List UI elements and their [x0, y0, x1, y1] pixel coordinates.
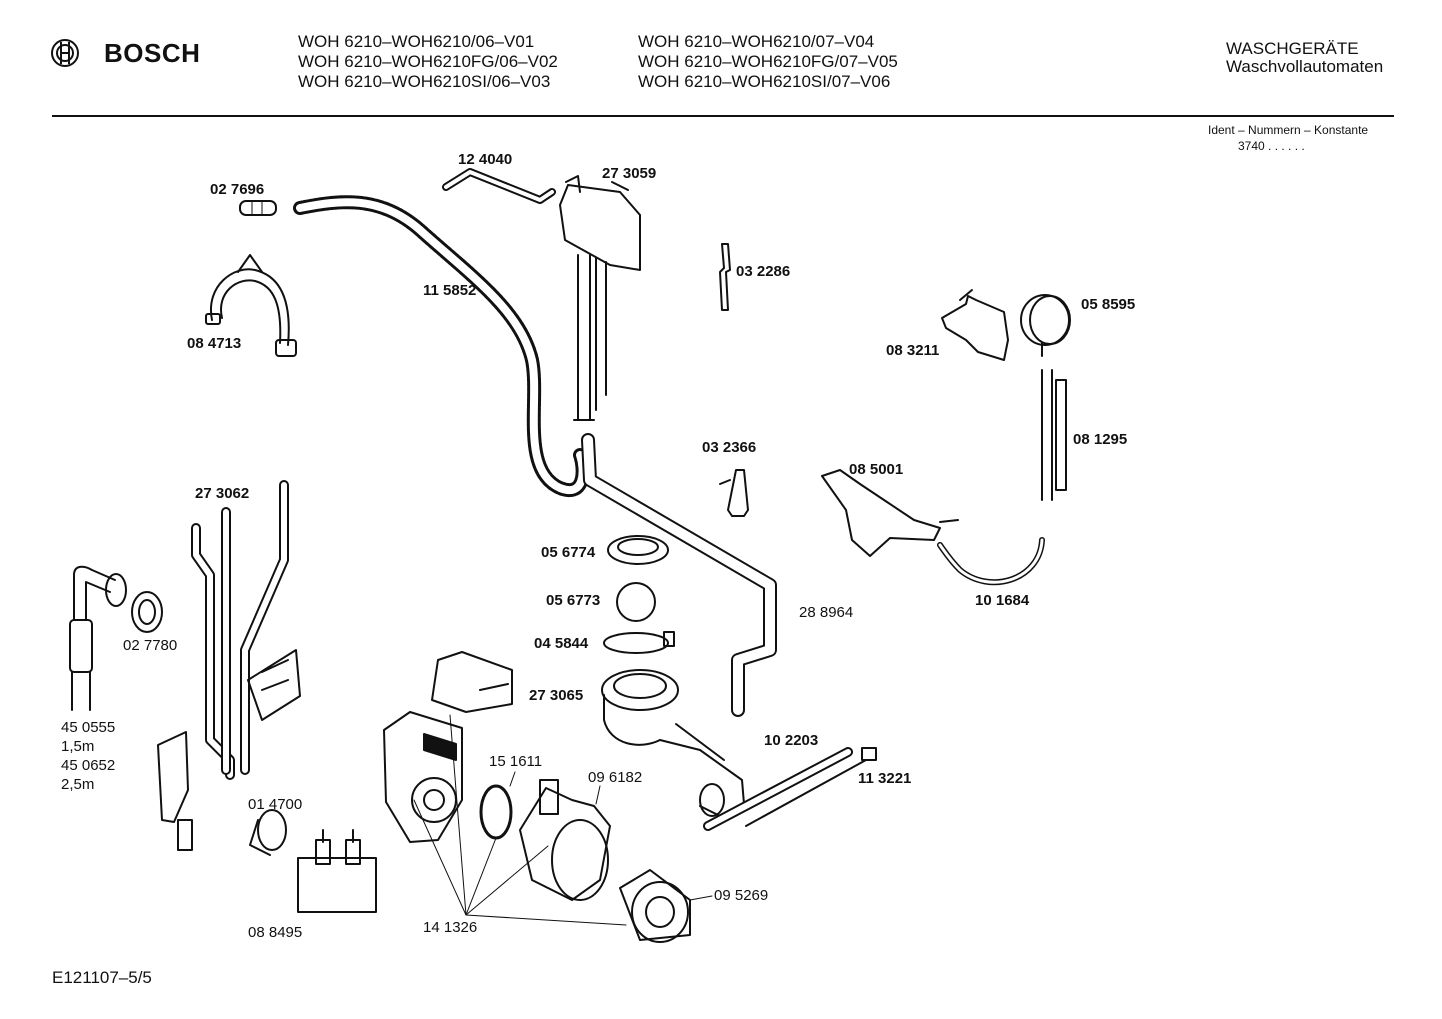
- part-pump-motor: [383, 711, 463, 843]
- part-085001-bracket: [821, 469, 959, 557]
- part-label: 2,5m: [61, 776, 95, 793]
- part-label: 09 6182: [588, 769, 643, 786]
- part-label: 08 1295: [1073, 431, 1128, 448]
- part-label: 05 6773: [546, 592, 601, 609]
- part-label: 11 3221: [858, 770, 912, 787]
- part-084713-clamp: [205, 254, 297, 357]
- part-101684-hose: [937, 537, 1045, 586]
- part-label: 02 7696: [210, 181, 265, 198]
- part-label: 03 2286: [736, 263, 791, 280]
- part-label: 08 4713: [187, 335, 242, 352]
- brand-logo: [50, 38, 80, 73]
- part-bracket-plate: [247, 649, 301, 721]
- part-label: 11 5852: [423, 282, 477, 299]
- part-mounting-plate: [157, 731, 189, 823]
- part-058595-pressure-switch: [1020, 294, 1071, 357]
- part-label: 08 5001: [849, 461, 904, 478]
- part-450555-drain-hose: [69, 565, 127, 711]
- part-014700-filter: [249, 809, 287, 856]
- model-line: WOH 6210–WOH6210FG/07–V05: [638, 52, 898, 71]
- ident-value: 3740 . . . . . .: [1238, 139, 1305, 153]
- category: WASCHGERÄTE Waschvollautomaten: [1226, 40, 1383, 76]
- part-151611-seal: [479, 784, 513, 840]
- part-label: 01 4700: [248, 796, 303, 813]
- part-pump-cover: [431, 651, 513, 713]
- model-line: WOH 6210–WOH6210FG/06–V02: [298, 52, 558, 71]
- part-label: 45 0652: [61, 757, 116, 774]
- model-list-2: WOH 6210–WOH6210/07–V04 WOH 6210–WOH6210…: [638, 32, 898, 92]
- part-273062-tubes: [191, 480, 289, 780]
- part-label: 05 8595: [1081, 296, 1136, 313]
- part-081295-tube: [1041, 369, 1067, 501]
- part-label: 27 3062: [195, 485, 250, 502]
- part-056774-seal: [607, 535, 669, 565]
- category-subtitle: Waschvollautomaten: [1226, 57, 1384, 76]
- bosch-armature-icon: [51, 39, 79, 67]
- model-list-1: WOH 6210–WOH6210/06–V01 WOH 6210–WOH6210…: [298, 32, 558, 92]
- part-096182-pump-housing: [519, 779, 611, 901]
- part-label: 27 3059: [602, 165, 657, 182]
- part-label: 10 2203: [764, 732, 819, 749]
- part-label: 08 8495: [248, 924, 303, 941]
- part-083211-bracket: [941, 289, 1009, 361]
- part-027696-connector: [239, 200, 277, 216]
- part-032286-clip: [719, 243, 731, 311]
- part-088495-valve: [297, 829, 377, 913]
- brand-name: BOSCH: [104, 38, 201, 68]
- part-label: 09 5269: [714, 887, 769, 904]
- part-label: 28 8964: [799, 604, 854, 621]
- model-line: WOH 6210–WOH6210/07–V04: [638, 32, 875, 51]
- part-113221-rod: [745, 747, 877, 827]
- part-056773-ball: [616, 582, 656, 622]
- part-label: 10 1684: [975, 592, 1030, 609]
- category-title: WASCHGERÄTE: [1226, 39, 1359, 58]
- leader-lines: [509, 771, 713, 901]
- part-045844-clamp: [603, 631, 675, 654]
- ident-title: Ident – Nummern – Konstante: [1208, 123, 1369, 137]
- part-label: 1,5m: [61, 738, 95, 755]
- part-label: 02 7780: [123, 637, 178, 654]
- part-273065-sump: [601, 669, 745, 817]
- part-label: 08 3211: [886, 342, 940, 359]
- part-095269-filter: [619, 869, 691, 943]
- part-027780-ring: [131, 591, 163, 633]
- part-plate-tab: [177, 819, 193, 851]
- ident-block: Ident – Nummern – Konstante 3740 . . . .…: [1208, 122, 1368, 154]
- part-label: 45 0555: [61, 719, 116, 736]
- part-032366-clip: [719, 469, 749, 517]
- part-label: 04 5844: [534, 635, 589, 652]
- header-divider: [52, 115, 1394, 117]
- part-label: 12 4040: [458, 151, 513, 168]
- part-label: 05 6774: [541, 544, 596, 561]
- part-label: 14 1326: [423, 919, 478, 936]
- model-line: WOH 6210–WOH6210/06–V01: [298, 32, 535, 51]
- model-line: WOH 6210–WOH6210SI/07–V06: [638, 72, 891, 91]
- drawing-code: E121107–5/5: [52, 968, 152, 987]
- leader-141326: [413, 714, 627, 926]
- part-273059-dispenser: [559, 175, 641, 421]
- part-label: 03 2366: [702, 439, 757, 456]
- part-label: 15 1611: [489, 753, 543, 770]
- part-label: 27 3065: [529, 687, 584, 704]
- model-line: WOH 6210–WOH6210SI/06–V03: [298, 72, 551, 91]
